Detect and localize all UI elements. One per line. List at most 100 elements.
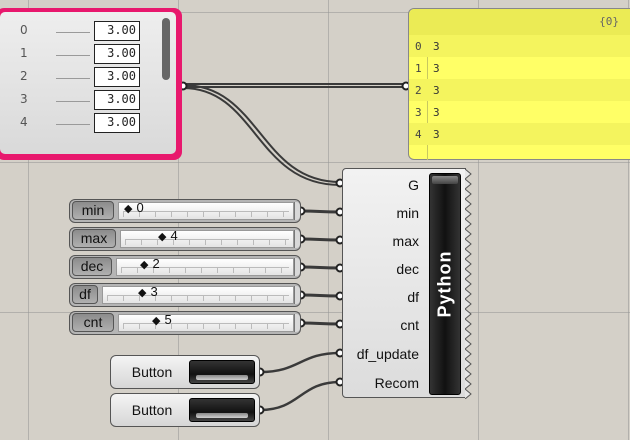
slider-ticks	[107, 295, 289, 301]
slider-max[interactable]: max ◆4	[69, 227, 301, 251]
gene-pool-row: 4 3.00	[0, 112, 160, 134]
diamond-icon: ◆	[158, 231, 167, 243]
python-component[interactable]: G min max dec df cnt df_update Recom Pyt…	[342, 168, 472, 399]
panel-row: 4 3	[409, 123, 630, 145]
component-name: Python	[434, 250, 455, 318]
panel-row-index: 4	[415, 128, 422, 141]
diamond-icon: ◆	[152, 315, 161, 327]
button-component-2[interactable]: Button	[110, 393, 260, 427]
gene-index: 4	[20, 115, 28, 129]
slider-name-label: cnt	[72, 313, 114, 332]
slider-thumb[interactable]: ◆0	[124, 200, 144, 215]
panel-row-value: 3	[433, 84, 440, 97]
slider-name-label: min	[72, 201, 114, 220]
slider-ticks	[123, 323, 289, 329]
slider-end-cap	[294, 230, 300, 248]
panel-row: 1 3	[409, 57, 630, 79]
slider-end-cap	[294, 258, 300, 276]
slider-ticks	[125, 239, 289, 245]
gene-index: 0	[20, 23, 28, 37]
panel-row-value: 3	[433, 62, 440, 75]
panel-row-index: 1	[415, 62, 422, 75]
panel-row-value: 3	[433, 128, 440, 141]
gene-pool-scrollbar[interactable]	[162, 18, 170, 80]
slider-dec[interactable]: dec ◆2	[69, 255, 301, 279]
button-press-area[interactable]	[189, 398, 255, 422]
slider-end-cap	[294, 314, 300, 332]
slider-track[interactable]	[118, 314, 294, 332]
slider-value: 2	[152, 256, 160, 271]
panel-row-value: 3	[433, 40, 440, 53]
slider-name-label: dec	[72, 257, 112, 276]
panel-row-index: 0	[415, 40, 422, 53]
gene-value-field[interactable]: 3.00	[94, 44, 140, 64]
panel-row-value: 3	[433, 106, 440, 119]
slider-value: 0	[136, 200, 144, 215]
button-component-1[interactable]: Button	[110, 355, 260, 389]
input-cnt[interactable]: cnt	[400, 317, 419, 333]
slider-thumb[interactable]: ◆2	[140, 256, 160, 271]
input-df[interactable]: df	[407, 289, 419, 305]
gene-value-field[interactable]: 3.00	[94, 90, 140, 110]
slider-ticks	[121, 267, 289, 273]
slider-track[interactable]	[120, 230, 294, 248]
panel-branch-path: {0}	[599, 15, 619, 28]
slider-track[interactable]	[116, 258, 294, 276]
slider-df[interactable]: df ◆3	[69, 283, 301, 307]
gene-pool-component[interactable]: 0 3.00 1 3.00 2 3.00 3 3.00 4 3.00	[0, 8, 182, 160]
panel-row-index: 3	[415, 106, 422, 119]
panel-row-index: 2	[415, 84, 422, 97]
gene-pool-row: 3 3.00	[0, 89, 160, 111]
slider-min[interactable]: min ◆0	[69, 199, 301, 223]
slider-end-cap	[294, 202, 300, 220]
diamond-icon: ◆	[140, 259, 149, 271]
panel-row: 2 3	[409, 79, 630, 101]
input-dec[interactable]: dec	[396, 261, 419, 277]
gene-value-field[interactable]: 3.00	[94, 113, 140, 133]
gene-pool-row: 1 3.00	[0, 43, 160, 65]
gene-slider-line	[56, 124, 90, 125]
button-press-area[interactable]	[189, 360, 255, 384]
panel-row: 0 3	[409, 35, 630, 57]
gene-pool-row: 0 3.00	[0, 20, 160, 42]
gene-value-field[interactable]: 3.00	[94, 21, 140, 41]
slider-thumb[interactable]: ◆5	[152, 312, 172, 327]
gene-value-field[interactable]: 3.00	[94, 67, 140, 87]
gene-index: 3	[20, 92, 28, 106]
slider-cnt[interactable]: cnt ◆5	[69, 311, 301, 335]
diamond-icon: ◆	[138, 287, 147, 299]
gene-index: 2	[20, 69, 28, 83]
diamond-icon: ◆	[124, 203, 133, 215]
input-recom[interactable]: Recom	[374, 375, 419, 391]
slider-value: 5	[164, 312, 172, 327]
gene-slider-line	[56, 101, 90, 102]
gene-slider-line	[56, 55, 90, 56]
input-g[interactable]: G	[408, 177, 419, 193]
slider-thumb[interactable]: ◆3	[138, 284, 158, 299]
slider-ticks	[123, 211, 289, 217]
input-df-update[interactable]: df_update	[356, 346, 419, 362]
slider-value: 4	[170, 228, 178, 243]
slider-name-label: df	[72, 285, 98, 304]
gene-pool-row: 2 3.00	[0, 66, 160, 88]
gene-index: 1	[20, 46, 28, 60]
slider-thumb[interactable]: ◆4	[158, 228, 178, 243]
gene-pool-body: 0 3.00 1 3.00 2 3.00 3 3.00 4 3.00	[0, 12, 176, 154]
button-label: Button	[131, 402, 173, 418]
gene-slider-line	[56, 32, 90, 33]
slider-end-cap	[294, 286, 300, 304]
panel-header: {0}	[409, 9, 630, 35]
gene-slider-line	[56, 78, 90, 79]
component-name-bar: Python	[429, 173, 461, 395]
slider-track[interactable]	[102, 286, 294, 304]
panel-component[interactable]: {0} 0 3 1 3 2 3 3 3 4 3	[408, 8, 630, 160]
name-bar-cap	[432, 176, 458, 184]
panel-row: 3 3	[409, 101, 630, 123]
slider-name-label: max	[72, 229, 116, 248]
input-max[interactable]: max	[392, 233, 419, 249]
slider-track[interactable]	[118, 202, 294, 220]
input-min[interactable]: min	[396, 205, 419, 221]
button-label: Button	[131, 364, 173, 380]
zigzag-edge-icon	[465, 169, 472, 399]
slider-value: 3	[150, 284, 158, 299]
